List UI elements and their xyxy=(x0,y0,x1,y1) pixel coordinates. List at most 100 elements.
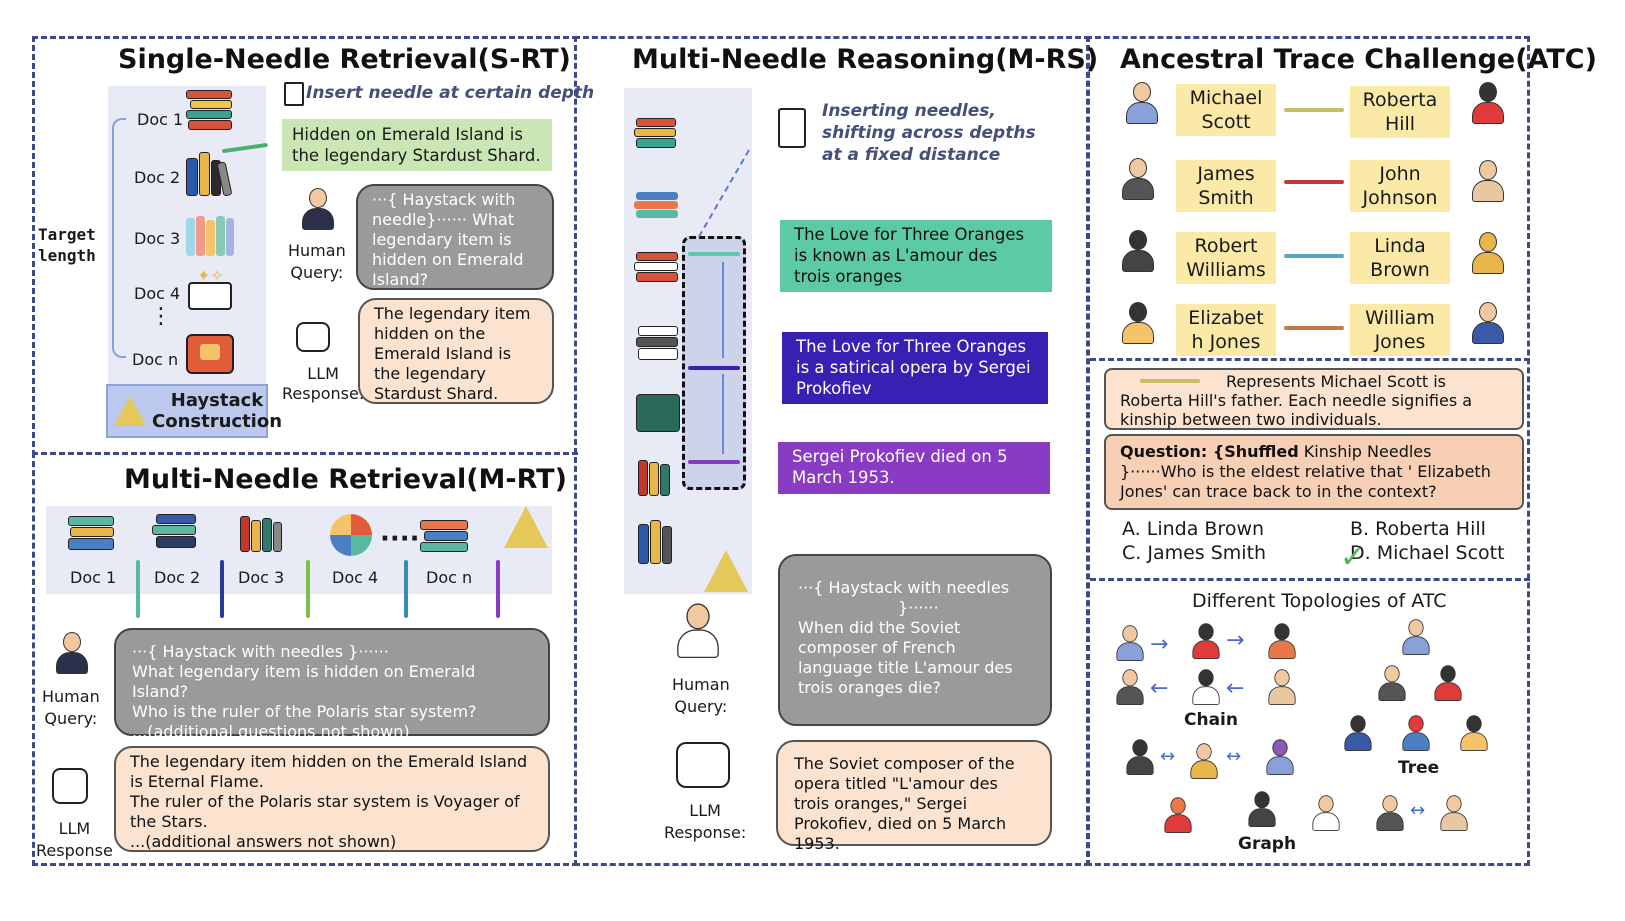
choice-a: A. Linda Brown xyxy=(1122,518,1265,540)
blue-needle-icon xyxy=(688,366,740,370)
mrs-query-line2: }······ xyxy=(898,598,939,617)
srt-doc-1: Doc 1 xyxy=(137,110,184,129)
srt-doc-4: Doc 4 xyxy=(134,284,181,303)
atc-note-text: Represents Michael Scott is Roberta Hill… xyxy=(1120,372,1473,429)
mrt-response-line1: The legendary item hidden on the Emerald… xyxy=(130,752,528,791)
atc-question-box: Question: {Shuffled Kinship Needles }···… xyxy=(1104,434,1524,510)
choice-d: D. Michael Scott xyxy=(1350,542,1505,564)
mrt-doc-1: Doc 1 xyxy=(70,568,117,587)
haystack-construction-label: Haystack Construction xyxy=(152,390,283,432)
topology-chain-label: Chain xyxy=(1184,710,1238,730)
srt-response-label: LLM Response: xyxy=(282,364,365,403)
atc-panel xyxy=(1086,36,1530,866)
man-suit-icon xyxy=(1120,230,1156,274)
mrs-needle-window xyxy=(682,236,746,490)
mrt-response-box: The legendary item hidden on the Emerald… xyxy=(114,746,550,852)
arrow-left-icon: ← xyxy=(1226,676,1245,701)
mrs-haystack-icon xyxy=(704,550,748,592)
graph-node xyxy=(1375,795,1406,832)
needle-icon xyxy=(496,560,500,618)
srt-title: Single-Needle Retrieval(S-RT) xyxy=(118,44,571,75)
mrs-human-icon xyxy=(675,603,722,660)
mrt-panel xyxy=(32,452,578,866)
atc-title: Ancestral Trace Challenge(ATC) xyxy=(1120,44,1597,75)
needle-icon xyxy=(1284,326,1344,330)
mrt-doc-2: Doc 2 xyxy=(154,568,201,587)
mrt-response-line2: The ruler of the Polaris star system is … xyxy=(130,792,520,831)
robot-icon xyxy=(296,322,330,352)
mrs-insert-icon xyxy=(778,108,806,148)
srt-bracket xyxy=(112,118,126,358)
srt-query-rest: }······ What legendary item is hidden on… xyxy=(372,210,524,289)
graph-node xyxy=(1439,795,1470,832)
needle-icon xyxy=(1284,108,1344,112)
mrt-query-line4: ...(additional questions not shown) xyxy=(132,722,410,741)
srt-doc-3: Doc 3 xyxy=(134,229,181,248)
tree-leaf xyxy=(1459,715,1490,752)
mrt-response-label: LLM Response xyxy=(36,819,113,860)
srt-response-box: The legendary item hidden on the Emerald… xyxy=(358,298,554,404)
mrs-insert-label: Inserting needles, shifting across depth… xyxy=(822,101,1036,165)
arrow-right-icon: → xyxy=(1226,628,1245,653)
mrs-query-line3: When did the Soviet composer of French l… xyxy=(798,618,1013,697)
atc-note-box: Represents Michael Scott is Roberta Hill… xyxy=(1104,368,1524,430)
mrt-doc-4: Doc 4 xyxy=(332,568,379,587)
atc-divider-1 xyxy=(1090,358,1530,361)
name-roberta-hill: Roberta Hill xyxy=(1350,86,1450,138)
mrs-title: Multi-Needle Reasoning(M-RS) xyxy=(632,44,1099,75)
mrs-query-line1: ···{ Haystack with needles xyxy=(798,578,1010,597)
choice-c: C. James Smith xyxy=(1122,542,1267,564)
chain-person-4 xyxy=(1115,669,1146,706)
mrt-ellipsis: ···· xyxy=(380,524,420,554)
srt-query-label: Human Query: xyxy=(288,241,346,282)
atc-question-bold2: Shuffled xyxy=(1224,442,1299,461)
mrt-query-line1: ···{ Haystack with needles xyxy=(132,642,344,661)
topology-tree-label: Tree xyxy=(1398,758,1440,778)
mrt-query-line1-end: }······ xyxy=(348,642,389,661)
srt-doc-2: Doc 2 xyxy=(134,168,181,187)
needle-icon xyxy=(1284,180,1344,184)
target-length-label: Target length xyxy=(38,225,96,265)
arrow-left-icon: ← xyxy=(1150,676,1169,701)
haystack-icon xyxy=(114,396,146,426)
needle-icon xyxy=(1140,379,1200,383)
mrt-doc-n: Doc n xyxy=(426,568,473,587)
graph-node xyxy=(1125,739,1156,776)
srt-doc-ellipsis: ⋮ xyxy=(150,304,172,329)
mrs-needle-3: Sergei Prokofiev died on 5 March 1953. xyxy=(778,442,1050,494)
mrt-query-label: Human Query: xyxy=(42,687,100,728)
mrt-colorful-book-icon xyxy=(330,514,372,556)
name-elizabeth-jones: Elizabet h Jones xyxy=(1176,304,1276,356)
mrt-robot-icon xyxy=(52,768,88,804)
purple-needle-icon xyxy=(688,460,740,464)
mrs-response-label: LLM Response: xyxy=(664,801,747,842)
man-suit-icon xyxy=(1120,158,1156,202)
needle-icon xyxy=(136,560,140,618)
srt-panel xyxy=(32,36,578,456)
mrt-human-icon xyxy=(54,632,90,676)
mrs-needle-2: The Love for Three Oranges is a satirica… xyxy=(782,332,1048,404)
atc-question-rest: Kinship Needles xyxy=(1298,442,1432,461)
mrt-doc-3: Doc 3 xyxy=(238,568,285,587)
srt-needle-text: Hidden on Emerald Island is the legendar… xyxy=(282,119,552,171)
graph-node xyxy=(1163,797,1194,834)
choice-b: B. Roberta Hill xyxy=(1350,518,1486,540)
chain-person-3 xyxy=(1267,623,1298,660)
mrt-haystack-icon xyxy=(504,506,548,548)
arrow-right-icon: → xyxy=(1150,632,1169,657)
mrs-robot-icon xyxy=(676,742,730,788)
man-icon xyxy=(1470,302,1506,346)
tree-node xyxy=(1377,665,1408,702)
mrt-query-line3: Who is the ruler of the Polaris star sys… xyxy=(132,702,477,721)
needle-icon xyxy=(404,560,408,618)
srt-query-haystack: Haystack with needle xyxy=(372,190,516,229)
name-john-johnson: John Johnson xyxy=(1350,160,1450,212)
srt-doc-n: Doc n xyxy=(132,350,179,369)
srt-insert-label: Insert needle at certain depth xyxy=(306,83,595,103)
graph-node xyxy=(1311,795,1342,832)
shift-arrow xyxy=(722,262,724,358)
mrt-response-line3: ...(additional answers not shown) xyxy=(130,832,397,851)
green-needle-icon xyxy=(688,252,740,256)
needle-icon xyxy=(220,560,224,618)
tree-root xyxy=(1401,619,1432,656)
